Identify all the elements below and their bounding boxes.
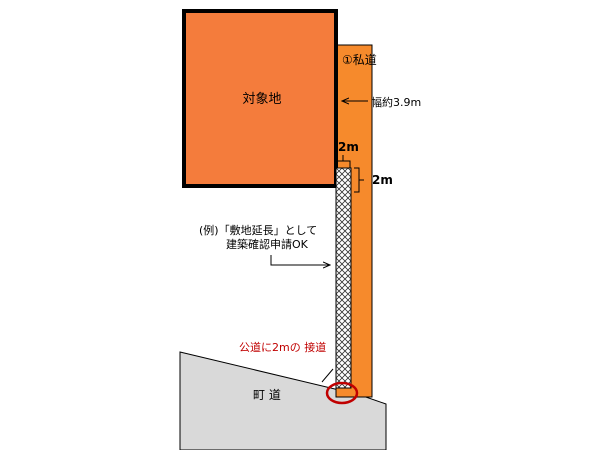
dim-top-label: 2m [338, 140, 359, 154]
dim-side-bracket [354, 167, 364, 193]
town-road-label: 町 道 [253, 388, 281, 402]
access-strip [335, 167, 352, 389]
target-land-label: 対象地 [242, 92, 281, 107]
road-width-label: 幅約3.9m [371, 95, 421, 109]
frontage-leader [321, 368, 334, 383]
private-road-label: ①私道 [342, 53, 377, 67]
dim-side-label: 2m [372, 173, 393, 187]
dim-top-bracket [336, 155, 351, 168]
frontage-note: 公道に2mの 接道 [239, 340, 326, 354]
frontage-circle [325, 381, 359, 405]
example-arrow [270, 255, 330, 265]
target-land [182, 9, 338, 188]
example-note-line1: (例)「敷地延長」として [199, 223, 317, 237]
example-note-line2: 建築確認申請OK [226, 237, 309, 251]
